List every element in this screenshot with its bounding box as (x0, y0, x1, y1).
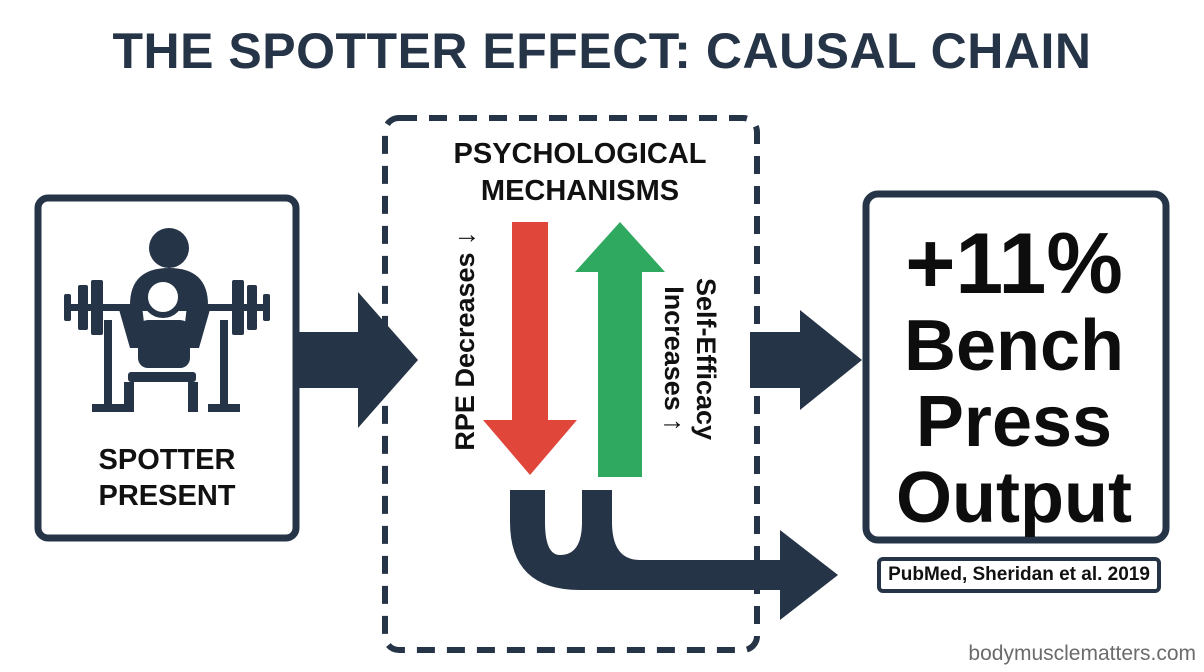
self-efficacy-up-arrow (575, 222, 665, 477)
watermark: bodymusclematters.com (968, 642, 1196, 665)
result-line2: Press (915, 382, 1113, 462)
self-efficacy-line1: Self-Efficacy (691, 277, 721, 441)
self-efficacy-label: Self-Efficacy Increases ↑ (658, 234, 722, 484)
result-line3: Output (896, 458, 1132, 538)
page-title: THE SPOTTER EFFECT: CAUSAL CHAIN (112, 23, 1092, 79)
arrow-to-mechanisms (298, 292, 418, 428)
spotter-present-label: SPOTTER PRESENT (38, 442, 296, 514)
spotter-label-line2: PRESENT (98, 480, 236, 512)
mechanisms-title-line1: PSYCHOLOGICAL (453, 138, 707, 170)
rpe-down-arrow (483, 222, 577, 475)
rpe-decreases-label: RPE Decreases ↓ (450, 231, 480, 451)
result-text: +11% Bench Press Output (876, 220, 1152, 536)
arrow-to-result (750, 310, 862, 410)
result-line1: Bench (903, 306, 1125, 386)
mechanisms-title: PSYCHOLOGICAL MECHANISMS (390, 136, 770, 210)
self-efficacy-line2: Increases ↑ (659, 286, 689, 432)
result-box (862, 190, 1170, 544)
result-value: +11% (905, 216, 1123, 312)
spotter-label-line1: SPOTTER (98, 444, 236, 476)
curved-output-arrow (510, 490, 838, 620)
mechanisms-title-line2: MECHANISMS (480, 175, 680, 207)
citation-badge: PubMed, Sheridan et al. 2019 (877, 557, 1161, 593)
bench-press-with-spotter-icon (64, 228, 270, 412)
